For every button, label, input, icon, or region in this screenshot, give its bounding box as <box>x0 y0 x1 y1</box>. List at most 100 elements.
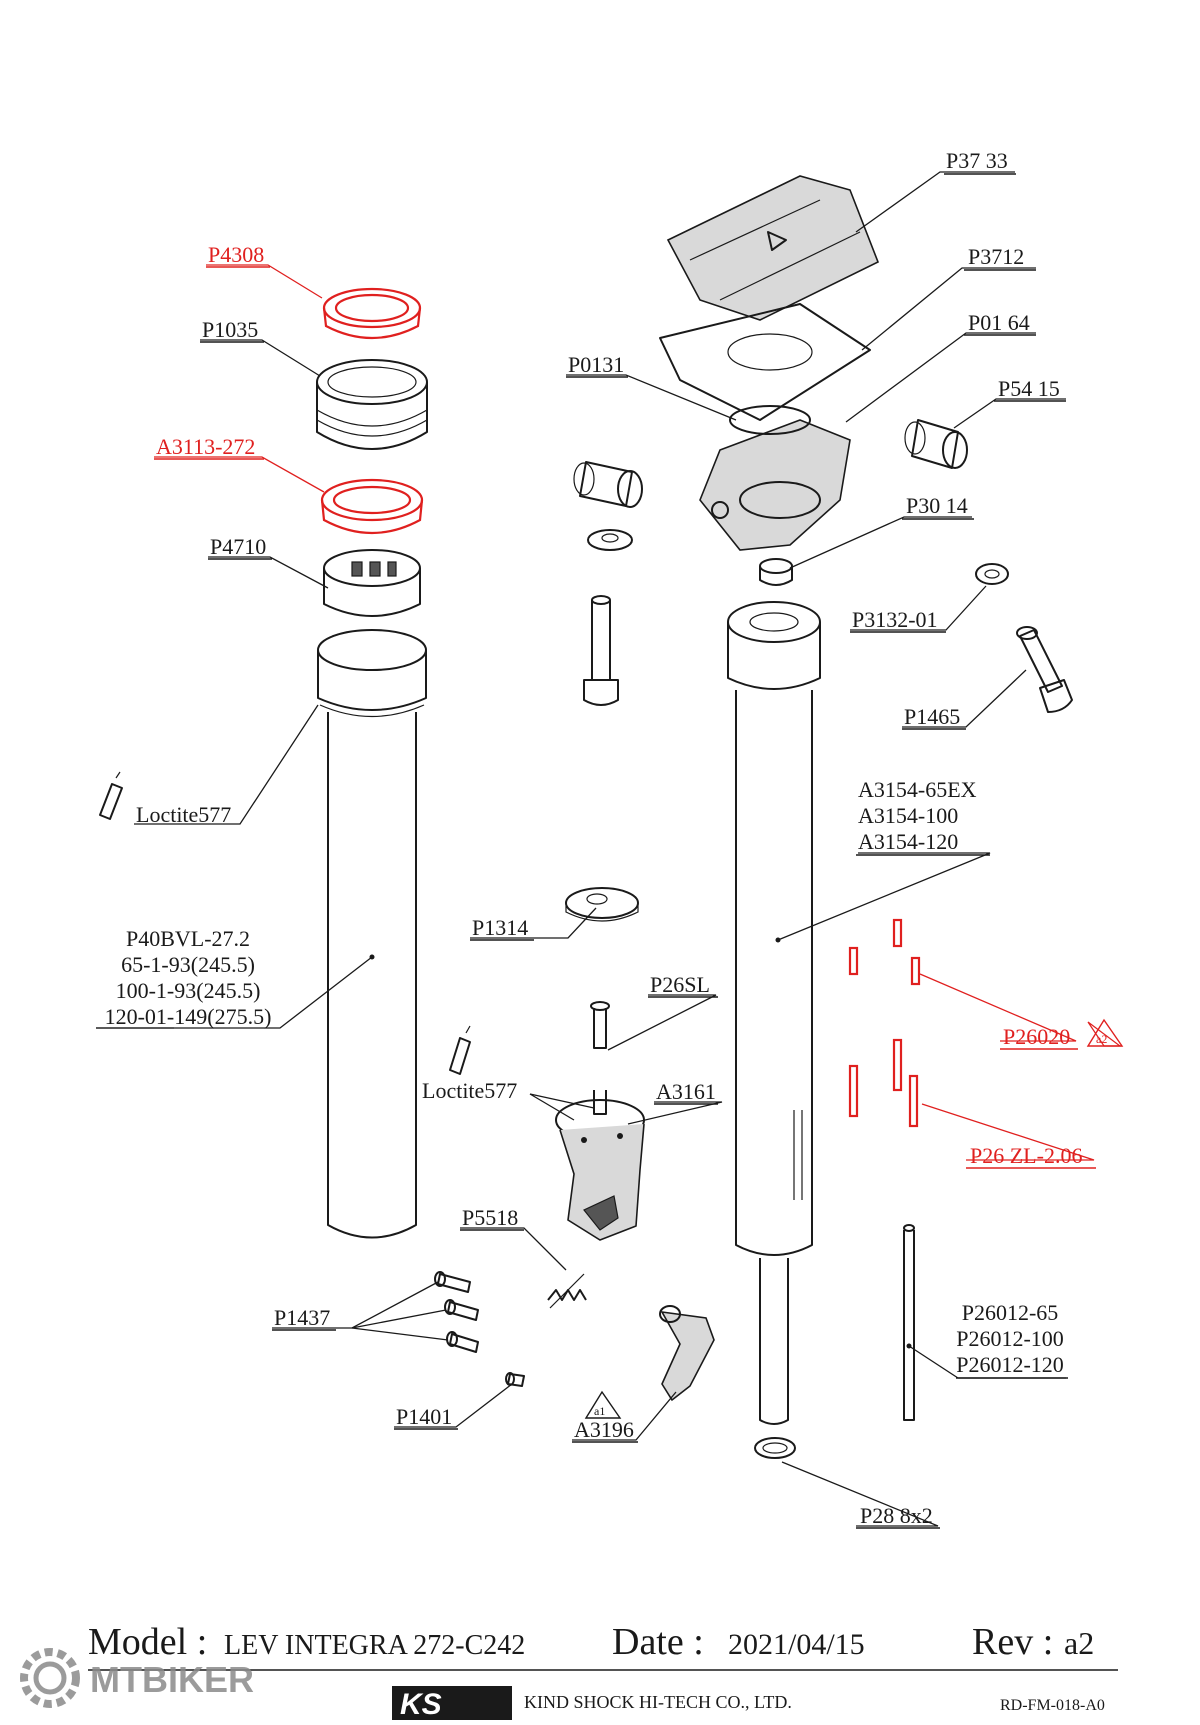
part-p3132-washer <box>975 563 1009 585</box>
label-text: P54 15 <box>998 376 1060 401</box>
part-center-bolt <box>583 595 619 706</box>
label-text: 100-1-93(245.5) <box>116 978 261 1003</box>
part-a3154-inner-tube <box>727 601 821 1425</box>
part-p1437-screws <box>434 1271 479 1353</box>
label-p3733: P37 33 <box>944 148 1016 175</box>
part-p28-oring <box>754 1437 796 1459</box>
label-p40bvl: P40BVL-27.2 65-1-93(245.5) 100-1-93(245.… <box>105 926 272 1029</box>
label-text: A3154-100 <box>858 803 958 828</box>
label-text: a1 <box>594 1404 605 1418</box>
label-text: P26SL <box>650 972 710 997</box>
gear-icon <box>20 1648 80 1708</box>
loctite-tube-icon-mid <box>449 1025 471 1075</box>
label-text: A3113-272 <box>156 434 255 459</box>
label-text: P30 14 <box>906 493 968 518</box>
label-p288x2: P28 8x2 <box>856 1503 940 1529</box>
part-p3014-nut <box>759 558 793 586</box>
part-p1035-collar <box>316 359 428 450</box>
form-number: RD-FM-018-A0 <box>1000 1697 1105 1714</box>
label-text: P26 ZL-2.06 <box>970 1143 1082 1168</box>
label-loctite-top: Loctite577 <box>136 802 231 827</box>
label-text: P1401 <box>396 1404 452 1429</box>
part-p4710-bushing <box>323 549 421 617</box>
logo-text: KS <box>400 1688 442 1721</box>
rev-label: Rev : <box>972 1621 1053 1663</box>
part-p1314-washer <box>565 887 639 922</box>
label-p26020: P26020 <box>1000 1024 1078 1050</box>
label-p5518: P5518 <box>460 1205 524 1231</box>
label-p26zl: P26 ZL-2.06 <box>966 1143 1096 1169</box>
part-p5415-barrel <box>904 419 968 469</box>
part-p4308-seal <box>322 287 422 340</box>
label-text: P40BVL-27.2 <box>126 926 250 951</box>
part-a3196-lever <box>659 1305 715 1402</box>
label-loctite-mid: Loctite577 <box>422 1078 517 1103</box>
label-a3196: A3196 <box>572 1417 638 1443</box>
label-text: P1035 <box>202 317 258 342</box>
label-p1314: P1314 <box>470 915 534 941</box>
label-text: P3132-01 <box>852 607 938 632</box>
label-text: P4710 <box>210 534 266 559</box>
revision-triangle-a2: a2 <box>1086 1018 1124 1047</box>
label-text: P3712 <box>968 244 1024 269</box>
part-p1401-screw <box>505 1372 525 1387</box>
label-a3154: A3154-65EX A3154-100 A3154-120 <box>856 777 990 856</box>
part-p26sl-pin <box>590 1001 610 1049</box>
ks-logo: KS <box>392 1686 512 1721</box>
part-p0131-head <box>699 405 851 551</box>
part-barrel-nut-left <box>573 461 643 508</box>
label-text: P4308 <box>208 242 264 267</box>
label-text: A3161 <box>656 1079 716 1104</box>
part-p40bvl-outer-tube <box>317 629 427 1239</box>
label-p4308: P4308 <box>206 242 270 268</box>
revision-triangle-a1: a1 <box>584 1390 622 1419</box>
label-text: P26020 <box>1003 1024 1070 1049</box>
label-p3712: P3712 <box>964 244 1036 271</box>
part-a3161-actuator <box>555 1090 645 1241</box>
label-text: P28 8x2 <box>860 1503 933 1528</box>
label-text: 65-1-93(245.5) <box>121 952 255 977</box>
label-p1401: P1401 <box>394 1404 458 1430</box>
label-text: a2 <box>1096 1032 1107 1046</box>
label-a3113: A3113-272 <box>154 434 264 460</box>
part-p26zl-pins <box>848 1038 919 1128</box>
label-text: A3154-65EX <box>858 777 977 802</box>
part-p26012-rod <box>903 1224 915 1421</box>
label-p5415: P54 15 <box>994 376 1066 402</box>
company-name: KIND SHOCK HI-TECH CO., LTD. <box>524 1692 792 1712</box>
date-label: Date : <box>612 1621 704 1663</box>
label-p1437: P1437 <box>272 1305 336 1331</box>
label-text: Loctite577 <box>422 1078 517 1103</box>
part-p3712-cradle <box>659 303 871 421</box>
label-p26012: P26012-65 P26012-100 P26012-120 <box>956 1300 1068 1379</box>
label-text: P1465 <box>904 704 960 729</box>
label-text: P01 64 <box>968 310 1030 335</box>
label-p0131: P0131 <box>566 352 628 378</box>
label-p0164: P01 64 <box>964 310 1036 336</box>
label-a3161: A3161 <box>654 1079 718 1105</box>
part-p1465-bolt <box>1016 626 1073 713</box>
label-p1035: P1035 <box>200 317 264 343</box>
part-p5518-spring <box>547 1273 587 1309</box>
mtbiker-watermark: MTBIKER <box>20 1648 254 1708</box>
label-p1465: P1465 <box>902 704 966 730</box>
part-p26020-pins <box>848 918 921 986</box>
label-text: P1314 <box>472 915 528 940</box>
loctite-tube-icon-top <box>99 771 123 820</box>
label-text: 120-01-149(275.5) <box>105 1004 272 1029</box>
part-cup-washer <box>587 529 633 551</box>
label-text: P26012-120 <box>956 1352 1064 1377</box>
date-value: 2021/04/15 <box>728 1628 865 1661</box>
label-text: A3154-120 <box>858 829 958 854</box>
part-a3113-seal <box>320 478 424 534</box>
label-text: P0131 <box>568 352 624 377</box>
label-p3014: P30 14 <box>902 493 974 520</box>
label-text: Loctite577 <box>136 802 231 827</box>
label-text: P26012-65 <box>962 1300 1059 1325</box>
label-p4710: P4710 <box>208 534 272 560</box>
part-p3733-cradle <box>666 175 880 321</box>
label-text: P37 33 <box>946 148 1008 173</box>
label-text: P1437 <box>274 1305 330 1330</box>
label-p26sl: P26SL <box>648 972 718 998</box>
